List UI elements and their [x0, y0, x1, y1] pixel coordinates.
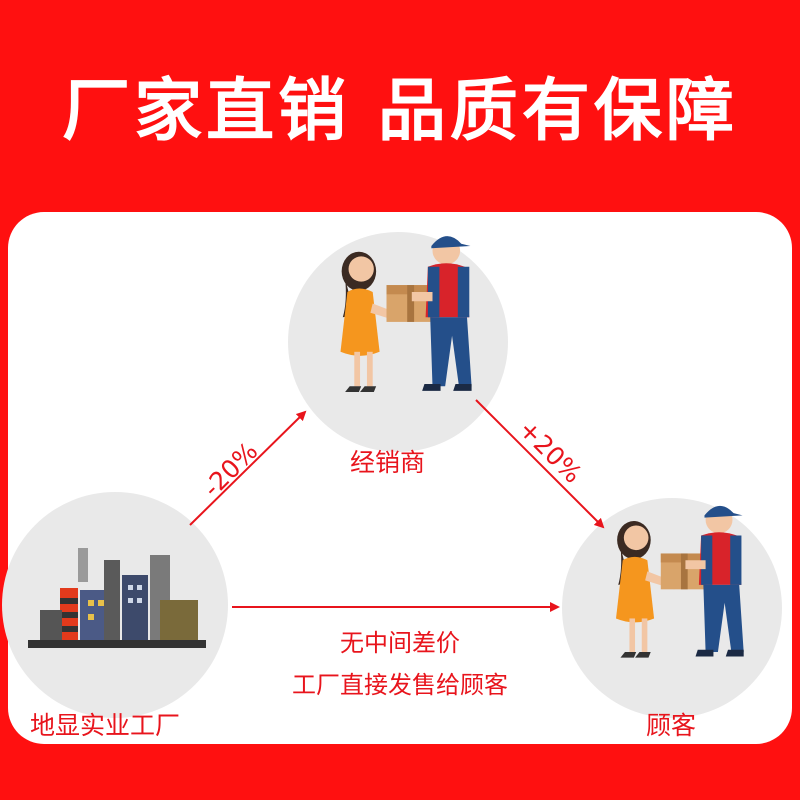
direct-line-2: 工厂直接发售给顾客	[292, 671, 508, 699]
customer-circle	[562, 498, 782, 718]
factory-icon	[28, 548, 206, 648]
factory-label: 地显实业工厂	[30, 711, 181, 740]
distributor-circle	[288, 232, 508, 452]
arrow-distributor-to-customer	[475, 399, 605, 529]
arrow-factory-to-distributor	[189, 410, 307, 526]
distributor-label: 经销商	[350, 448, 426, 477]
headline: 厂家直销 品质有保障	[62, 72, 738, 151]
customer-label: 顾客	[646, 711, 697, 740]
direct-line-1: 无中间差价	[340, 629, 460, 657]
